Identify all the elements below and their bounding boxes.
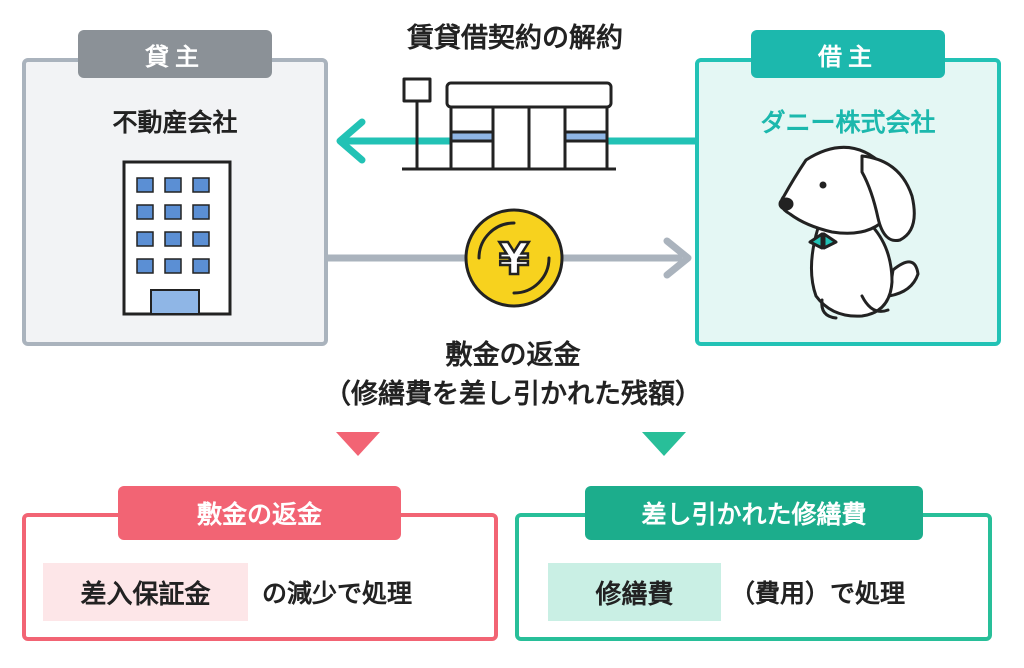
refund-note: （修繕費を差し引かれた残額） [324, 379, 702, 410]
right-result-tag: 差し引かれた修繕費 [585, 486, 923, 540]
diagram-title: 賃貸借契約の解約 [407, 23, 623, 54]
left-result-text: の減少で処理 [262, 579, 413, 608]
left-result-highlight: 差入保証金 [43, 563, 248, 621]
right-result-text: （費用）で処理 [730, 579, 906, 608]
refund-label: 敷金の返金 [445, 340, 581, 371]
lessor-tag: 貸主 [78, 30, 272, 78]
right-result-highlight: 修繕費 [548, 563, 721, 621]
yen-coin-icon: ¥ [464, 208, 564, 308]
right-down-triangle [642, 432, 686, 456]
lessee-tag: 借主 [751, 30, 945, 78]
lessee-name: ダニー株式会社 [760, 108, 936, 137]
left-down-triangle [336, 432, 380, 456]
office-building-icon [122, 160, 232, 316]
dog-mascot-icon [778, 146, 920, 320]
lessor-name: 不動産会社 [112, 108, 238, 137]
shop-building-icon [402, 77, 616, 171]
left-result-tag: 敷金の返金 [118, 486, 401, 540]
svg-text:¥: ¥ [499, 234, 530, 285]
